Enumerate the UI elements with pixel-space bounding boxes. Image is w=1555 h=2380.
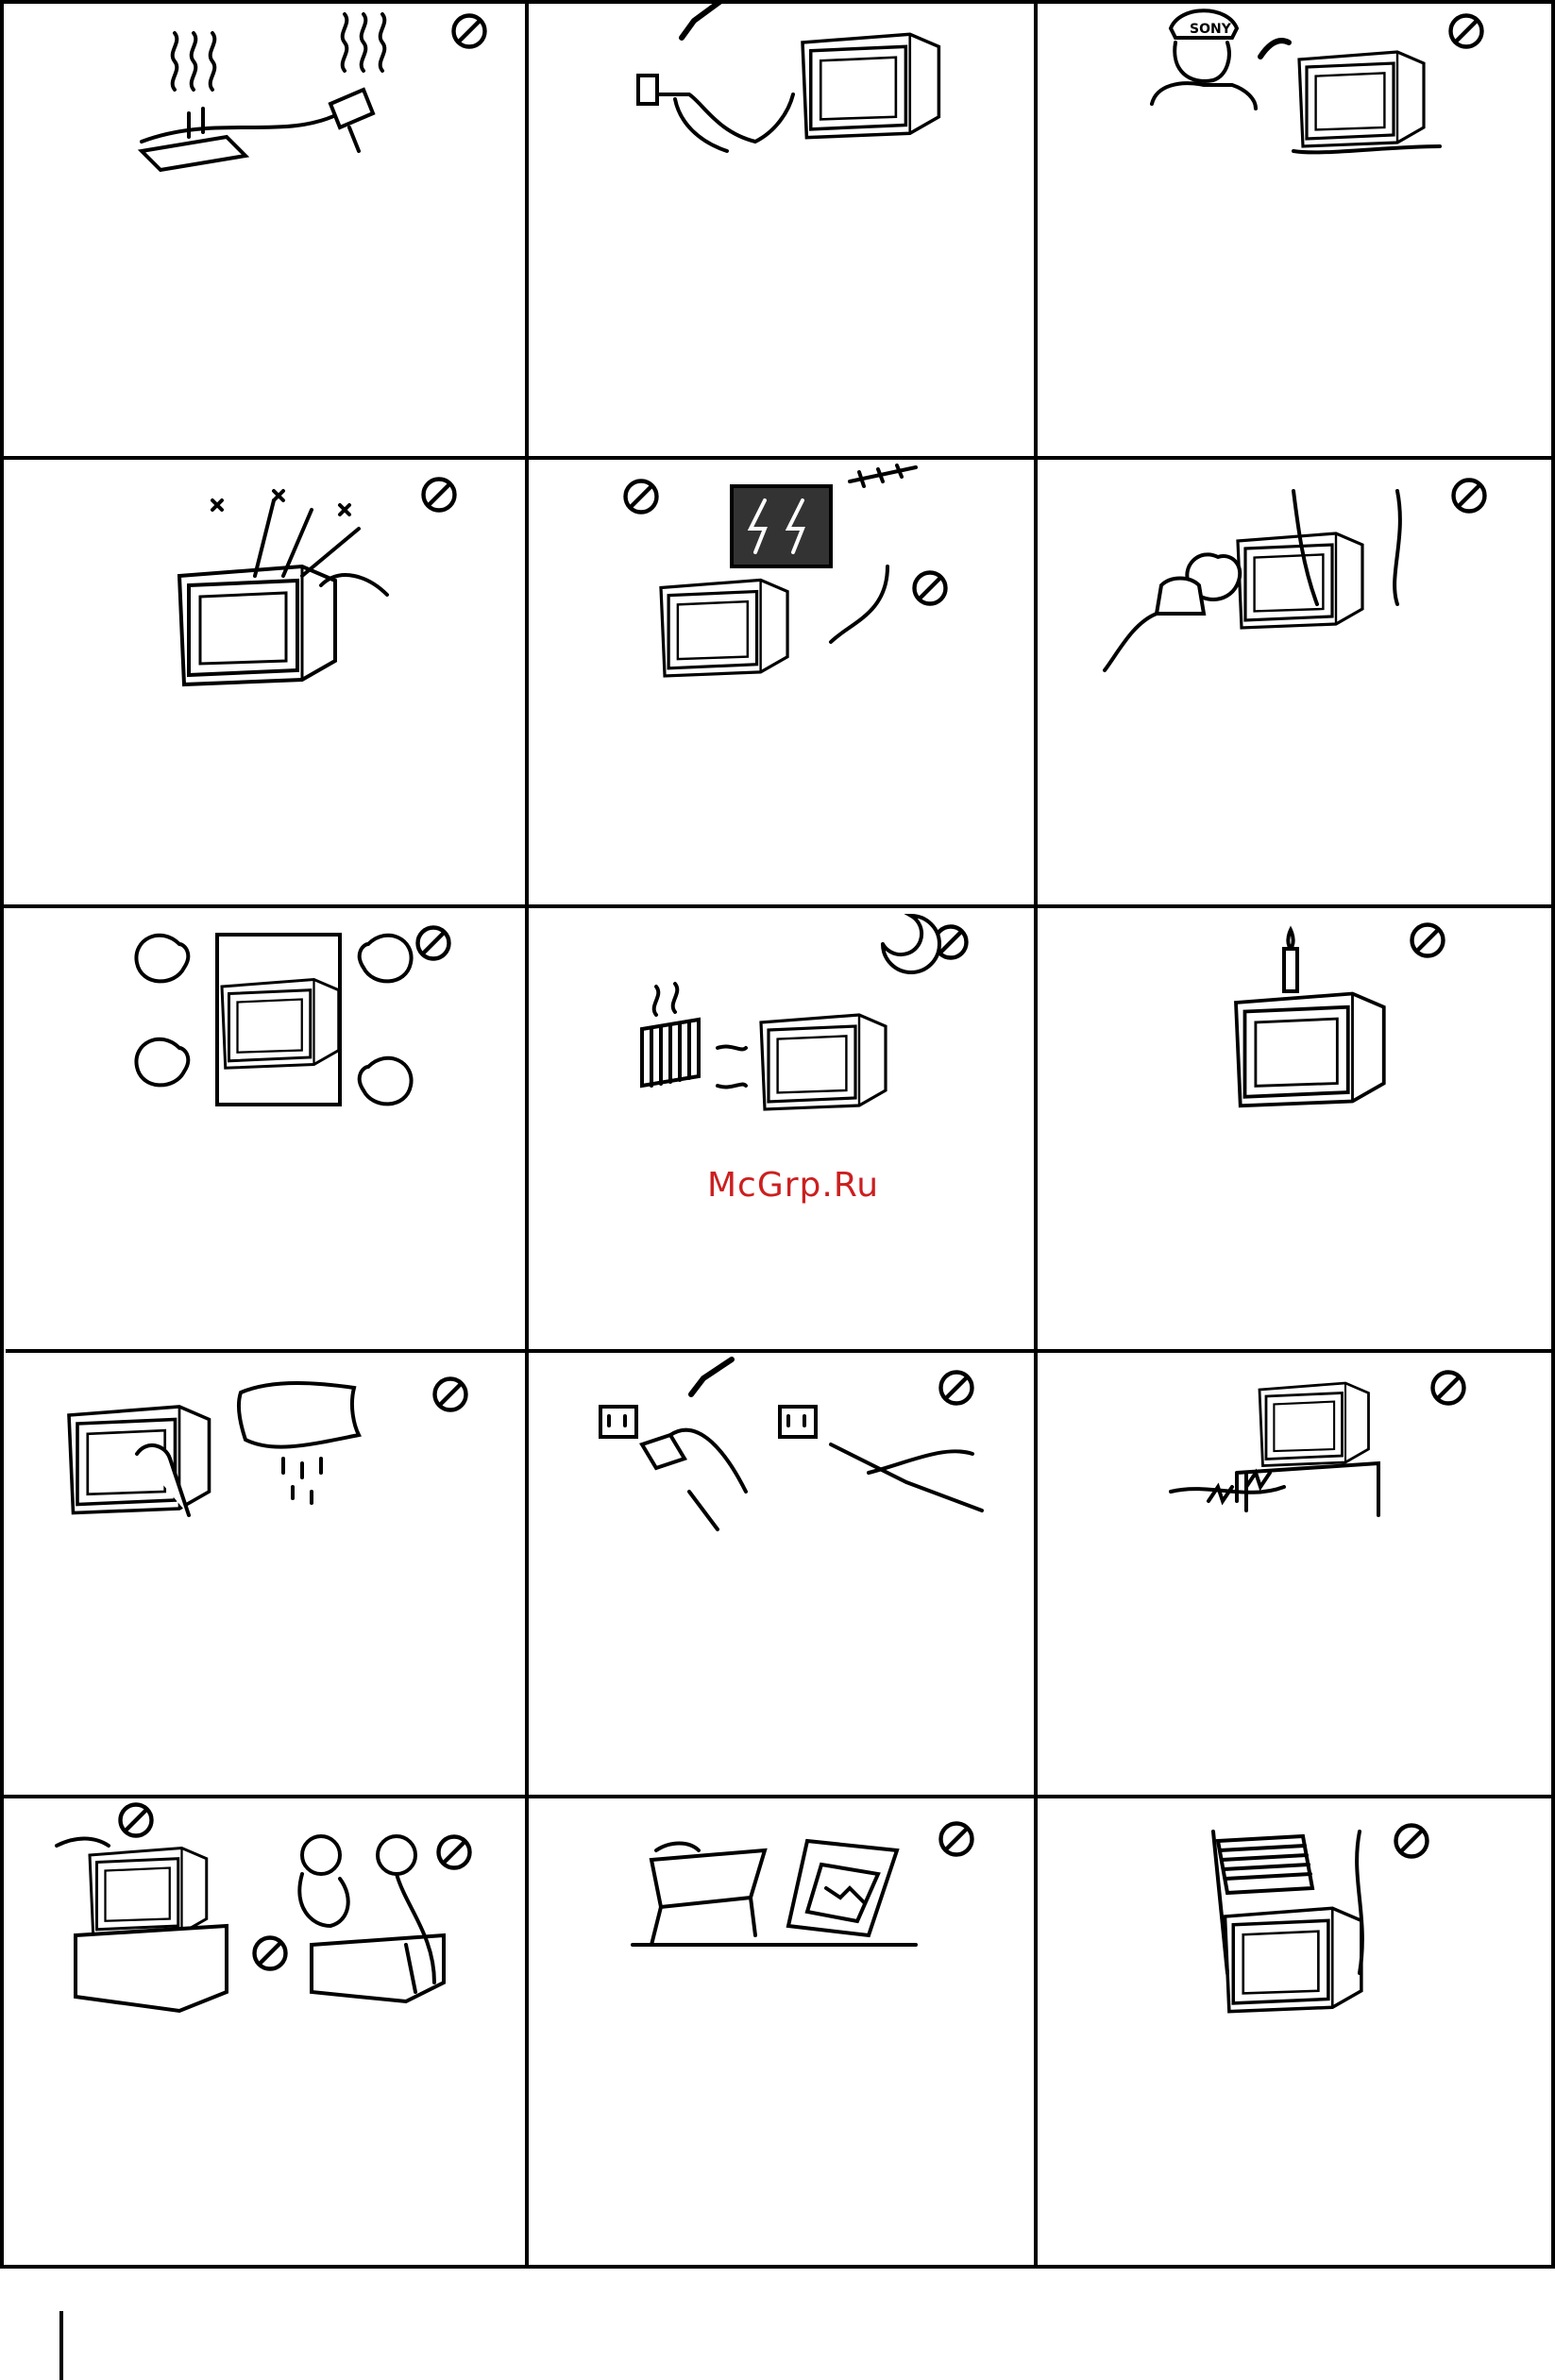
prohibited-icon bbox=[941, 1373, 972, 1404]
panel-overloaded-outlets bbox=[142, 14, 485, 170]
prohibited-icon bbox=[439, 1837, 470, 1868]
prohibited-icon bbox=[121, 1805, 152, 1836]
panel-blocked-ventilation bbox=[136, 928, 448, 1106]
prohibited-icon bbox=[915, 573, 946, 604]
checkmark-icon bbox=[691, 1359, 732, 1394]
panel-heat-sunlight bbox=[642, 916, 967, 1109]
prohibited-icon bbox=[255, 1938, 286, 1969]
prohibited-icon bbox=[435, 1379, 466, 1410]
prohibited-icon bbox=[424, 480, 455, 511]
prohibited-icon bbox=[1451, 16, 1482, 47]
panel-plug-handling bbox=[600, 1359, 982, 1529]
checkmark-icon bbox=[682, 0, 722, 38]
prohibited-icon bbox=[941, 1824, 972, 1855]
page-margin-bar bbox=[59, 2311, 63, 2380]
prohibited-icon bbox=[1396, 1826, 1428, 1857]
panel-climbing-on-tv bbox=[57, 1805, 470, 2012]
prohibited-icon bbox=[1433, 1373, 1464, 1404]
panel-unstable-stand bbox=[633, 1824, 972, 1946]
watermark-text: McGrp.Ru bbox=[604, 1166, 982, 1205]
prohibited-icon bbox=[1412, 925, 1444, 956]
panel-objects-on-top bbox=[1213, 1826, 1428, 2012]
cap-logo-text: SONY bbox=[1190, 22, 1232, 37]
panel-humidity-steam bbox=[1105, 481, 1485, 671]
prohibited-icon bbox=[1454, 481, 1485, 512]
prohibited-icon bbox=[454, 16, 485, 47]
panel-lightning-storm bbox=[626, 465, 946, 676]
panel-call-service-if-liquid: SONY bbox=[1152, 10, 1482, 152]
panel-unplug-by-plug bbox=[638, 0, 938, 151]
panel-candle-on-top bbox=[1236, 925, 1444, 1106]
panel-wet-cleaning bbox=[69, 1379, 466, 1516]
panel-objects-in-openings bbox=[179, 480, 455, 685]
panel-damaged-cord bbox=[1171, 1373, 1464, 1516]
prohibited-icon bbox=[418, 928, 449, 959]
prohibited-icon bbox=[626, 481, 657, 513]
